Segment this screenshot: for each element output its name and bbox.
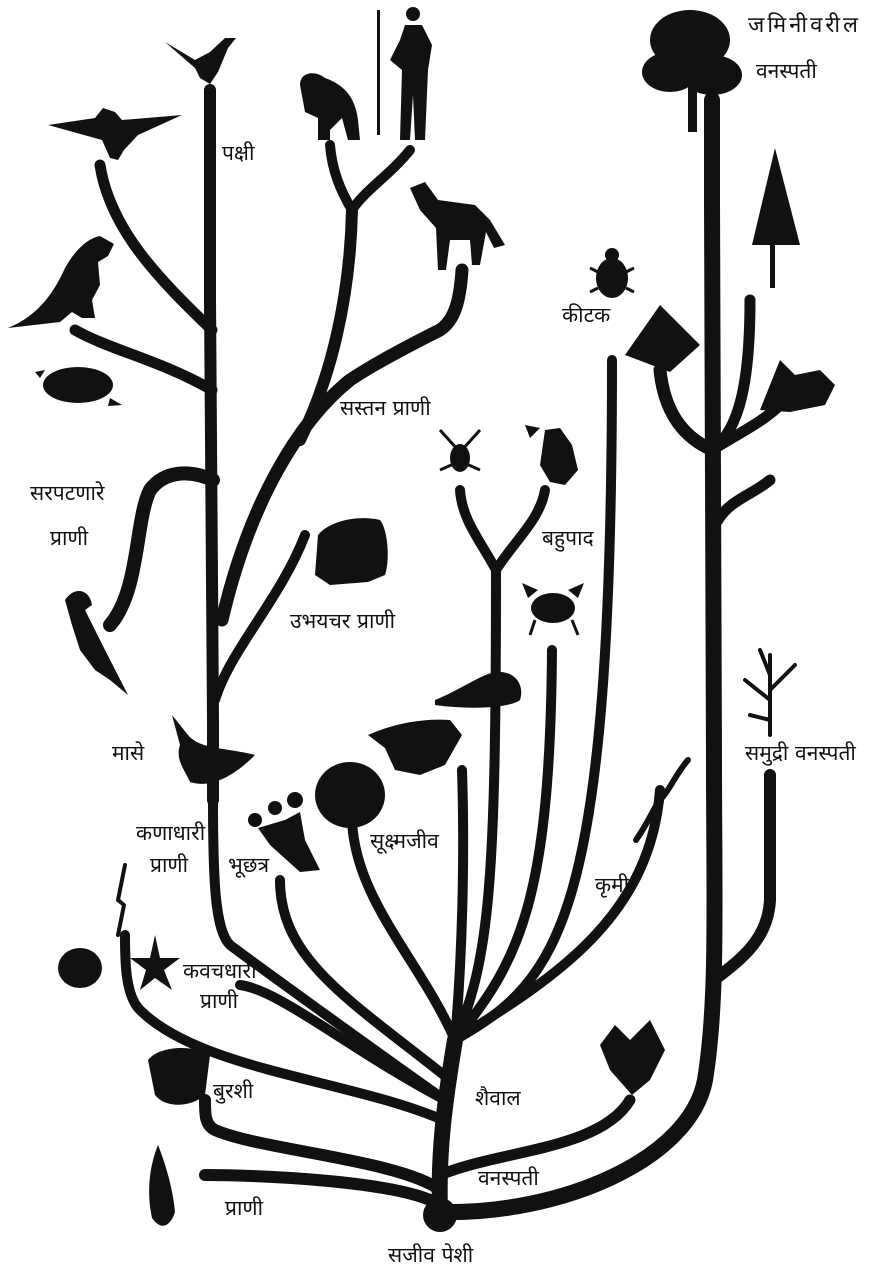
label-insects: कीटक xyxy=(562,303,611,327)
central-stem xyxy=(440,1040,455,1210)
seaweed-icon xyxy=(745,650,795,735)
branch-reptiles-low xyxy=(110,473,213,625)
label-birds: पक्षी xyxy=(222,141,255,165)
moss-icon xyxy=(760,360,835,412)
coral-icon xyxy=(149,1145,175,1226)
label-mammals: सस्तन प्राणी xyxy=(340,396,431,420)
label-living-cell: सजीव पेशी xyxy=(388,1243,474,1267)
shell-icon xyxy=(368,720,462,775)
dinosaur-icon xyxy=(8,236,114,328)
label-amphibians: उभयचर प्राणी xyxy=(290,609,396,633)
label-mushroom: भूछत्र xyxy=(228,853,269,878)
zebra-icon xyxy=(410,182,505,270)
label-coelenterates-1: कवचधारी xyxy=(183,959,257,983)
living-cell-icon xyxy=(423,1198,457,1232)
land-plants-fork-left xyxy=(660,370,712,450)
crab-icon xyxy=(522,583,584,635)
snail-icon xyxy=(435,672,521,708)
algae-branch xyxy=(440,1100,630,1175)
gorilla-icon xyxy=(300,73,360,140)
label-reptiles-2: प्राणी xyxy=(50,526,89,550)
label-protozoa-2: प्राणी xyxy=(150,853,189,877)
algae-icon xyxy=(600,1020,665,1095)
label-fungi: बुरशी xyxy=(213,1079,254,1104)
label-sea-plants: समुद्री वनस्पती xyxy=(745,741,856,766)
pterosaur-icon xyxy=(48,108,182,160)
human-icon xyxy=(377,7,432,140)
sea-urchin-icon xyxy=(315,762,385,828)
arthropods-fork-left xyxy=(460,490,496,570)
tree-icon xyxy=(642,10,742,132)
label-microbes: सूक्ष्मजीव xyxy=(370,829,439,854)
label-worms: कृमी xyxy=(595,873,630,898)
label-algae: शैवाल xyxy=(475,1086,521,1110)
amoeba-icon xyxy=(58,948,102,988)
fern-branch xyxy=(718,480,770,520)
mammals-fork-left xyxy=(330,145,352,210)
branch-snail xyxy=(455,770,463,1040)
branch-microbes xyxy=(352,820,455,1040)
branches xyxy=(75,90,780,1212)
label-plants: वनस्पती xyxy=(478,1166,539,1190)
frog-icon xyxy=(315,518,388,585)
worm-icon xyxy=(636,760,688,840)
scorpion-icon xyxy=(525,425,578,485)
spider-icon xyxy=(440,430,480,472)
mammals-fork-right xyxy=(352,150,410,210)
turtle-icon xyxy=(35,367,122,406)
label-protozoa-1: कणाधारी xyxy=(136,821,206,845)
land-plants-fork-right xyxy=(712,405,780,450)
conifer-icon xyxy=(752,148,800,288)
label-reptiles-1: सरपटणारे xyxy=(30,481,105,505)
paramecium-icon xyxy=(118,865,125,935)
label-arthropods: बहुपाद xyxy=(542,526,595,552)
beetle-icon xyxy=(590,248,634,298)
label-land-plants-2: वनस्पती xyxy=(756,59,817,83)
label-land-plants-1: जमिनीवरील xyxy=(748,12,861,38)
bird-icon xyxy=(165,38,236,84)
label-animals: प्राणी xyxy=(225,1196,264,1220)
branch-reptiles-high xyxy=(100,165,212,330)
label-coelenterates-2: प्राणी xyxy=(200,989,239,1013)
starfish-icon xyxy=(130,935,180,990)
arthropods-fork-right xyxy=(496,490,545,570)
fern-icon xyxy=(625,305,700,372)
plant-trunk xyxy=(440,100,715,1212)
label-fish: मासे xyxy=(112,741,145,765)
sponge-icon xyxy=(148,1048,210,1105)
